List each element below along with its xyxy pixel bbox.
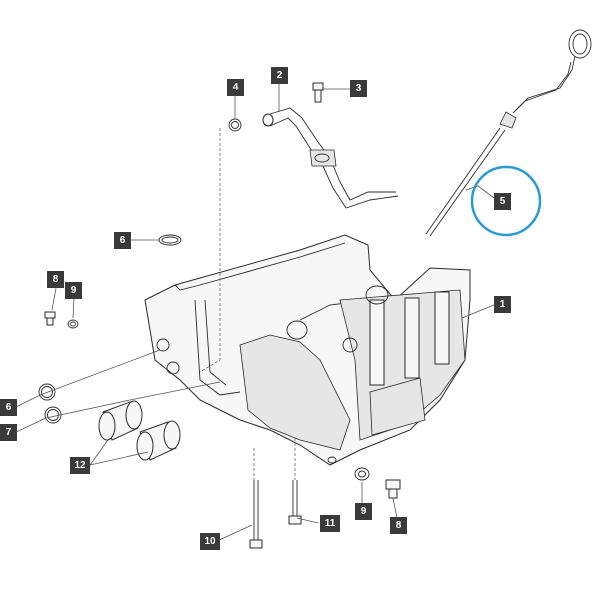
drain-plug-right [385,479,401,499]
callout-9-right: 9 [355,503,372,520]
callout-7: 7 [0,424,17,441]
callout-2: 2 [271,67,288,84]
callout-11: 11 [320,515,340,532]
callout-1: 1 [494,296,511,313]
callout-6-top: 6 [114,232,131,249]
washer-left [67,319,79,329]
bolt-11 [288,480,302,525]
highlight-ring [470,165,542,237]
callout-6-left: 6 [0,399,17,416]
bushing-b [136,420,181,461]
dipstick-tube [262,107,399,209]
callout-8-right: 8 [390,517,407,534]
callout-label: 5 [500,196,506,207]
callout-12: 12 [70,457,90,474]
callout-5: 5 [494,193,511,210]
oil-pan [144,234,471,466]
guide-line [199,128,221,373]
callout-label: 2 [277,70,283,81]
callout-8-left: 8 [47,271,64,288]
washer-right [354,467,370,481]
callout-label: 1 [500,299,506,310]
callout-3: 3 [350,80,367,97]
drain-plug-left [44,311,56,326]
callout-label: 6 [6,402,12,413]
callout-label: 8 [396,520,402,531]
callout-label: 11 [325,518,336,529]
callout-label: 8 [53,274,59,285]
callout-label: 6 [120,235,126,246]
o-ring-6-top [158,234,182,246]
o-ring-6-left [38,383,56,401]
callout-label: 12 [74,460,86,471]
callout-9-left: 9 [65,282,82,299]
tube-bolt [312,82,324,103]
callout-label: 9 [361,506,367,517]
leader-lines [15,84,495,542]
callout-label: 10 [204,536,216,547]
callout-label: 9 [71,285,77,296]
dipstick [425,29,592,237]
callout-10: 10 [200,533,220,550]
callout-label: 7 [6,427,12,438]
o-ring-4 [228,118,242,132]
callout-label: 3 [356,83,362,94]
bushing-a [98,400,143,441]
callout-label: 4 [233,82,239,93]
bolt-10 [249,480,263,549]
callout-4: 4 [227,79,244,96]
